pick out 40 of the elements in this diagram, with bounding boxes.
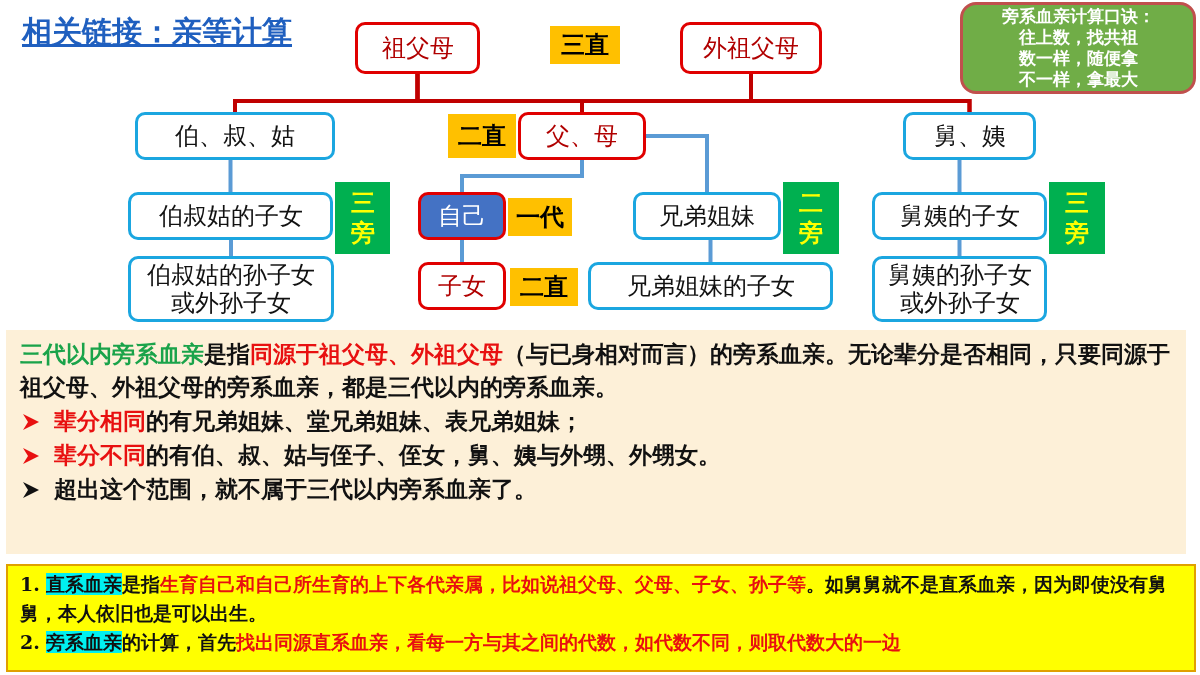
relative-box: 伯叔姑的子女 xyxy=(128,192,333,240)
connector-line xyxy=(646,134,709,192)
connector-line xyxy=(708,240,713,262)
connector-line xyxy=(460,240,464,262)
generation-badge: 二旁 xyxy=(783,182,839,254)
relative-box: 舅、姨 xyxy=(903,112,1036,160)
mnemonic-line: 不一样，拿最大 xyxy=(1018,69,1138,90)
mnemonic-line: 往上数，找共祖 xyxy=(1018,27,1138,48)
relative-box: 子女 xyxy=(418,262,506,310)
connector-line xyxy=(957,240,962,256)
relative-box: 伯、叔、姑 xyxy=(135,112,335,160)
relative-box: 外祖父母 xyxy=(680,22,822,74)
bullet-text: 辈分相同的有兄弟姐妹、堂兄弟姐妹、表兄弟姐妹； xyxy=(54,407,583,436)
connector-line xyxy=(957,160,962,192)
connector-line xyxy=(229,240,233,256)
generation-badge: 三旁 xyxy=(1049,182,1105,254)
page-title: 相关链接：亲等计算 xyxy=(22,13,292,51)
mnemonic-panel xyxy=(960,2,1196,94)
note-paragraph: 2. 旁系血亲的计算，首先找出同源直系血亲，看每一方与其之间的代数，如代数不同，则取代数大的一边 xyxy=(20,630,903,655)
bullet-text: 辈分不同的有伯、叔、姑与侄子、侄女，舅、姨与外甥、外甥女。 xyxy=(54,441,721,470)
generation-badge: 二直 xyxy=(448,114,516,158)
relative-box: 兄弟姐妹 xyxy=(633,192,781,240)
generation-badge: 二直 xyxy=(510,268,578,306)
relative-box: 兄弟姐妹的子女 xyxy=(588,262,833,310)
mnemonic-heading: 旁系血亲计算口诀： xyxy=(1001,6,1155,27)
connector-line xyxy=(460,160,584,192)
relative-box: 自己 xyxy=(418,192,506,240)
generation-badge: 一代 xyxy=(508,198,572,236)
relative-box: 祖父母 xyxy=(355,22,480,74)
relative-box: 舅姨的子女 xyxy=(872,192,1047,240)
note-paragraph: 三代以内旁系血亲是指同源于祖父母、外祖父母（与已身相对而言）的旁系血亲。无论辈分是否相同，只要同源于祖父母、外祖父母的旁系血亲，都是三代以内的旁系血亲。 xyxy=(20,340,1171,402)
mnemonic-line: 数一样，随便拿 xyxy=(1018,48,1138,69)
relative-box: 舅姨的孙子女或外孙子女 xyxy=(872,256,1047,322)
relative-box: 伯叔姑的孙子女或外孙子女 xyxy=(128,256,334,322)
relative-box: 父、母 xyxy=(518,112,646,160)
connector-line xyxy=(749,74,972,112)
generation-badge: 三旁 xyxy=(335,182,390,254)
connector-line xyxy=(228,160,233,192)
generation-badge: 三直 xyxy=(550,26,620,64)
bullet-text: 超出这个范围，就不属于三代以内旁系血亲了。 xyxy=(54,475,537,504)
